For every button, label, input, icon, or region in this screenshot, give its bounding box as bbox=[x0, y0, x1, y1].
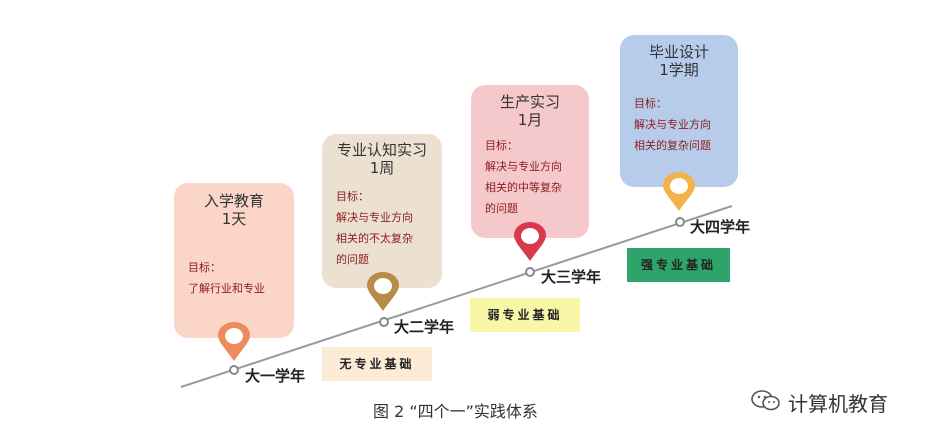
location-pin-icon bbox=[663, 172, 695, 211]
wechat-icon bbox=[751, 390, 780, 411]
basis-tag-3: 强专业基础 bbox=[627, 248, 730, 282]
timeline-node-3 bbox=[525, 267, 535, 277]
stage-card-3: 生产实习 1月 目标： 解决与专业方向 相关的中等复杂 的问题 bbox=[471, 85, 589, 238]
timeline-node-2 bbox=[379, 317, 389, 327]
stage-goal: 目标： 了解行业和专业 bbox=[188, 261, 265, 295]
timeline-line bbox=[180, 205, 733, 388]
watermark-text: 计算机教育 bbox=[788, 392, 888, 416]
stage-title: 专业认知实习 1周 bbox=[336, 141, 427, 177]
stage-title: 生产实习 1月 bbox=[499, 93, 560, 129]
location-pin-icon bbox=[514, 222, 546, 261]
timeline-node-1 bbox=[229, 365, 239, 375]
timeline-node-4 bbox=[675, 217, 685, 227]
stage-goal: 目标： 解决与专业方向 相关的复杂问题 bbox=[634, 97, 711, 152]
stage-title: 入学教育 1天 bbox=[203, 192, 264, 228]
stage-title: 毕业设计 1学期 bbox=[648, 43, 709, 79]
location-pin-icon bbox=[218, 322, 250, 361]
stage-card-1: 入学教育 1天 目标： 了解行业和专业 bbox=[174, 183, 294, 338]
year-label-3: 大三学年 bbox=[541, 268, 602, 286]
stage-goal: 目标： 解决与专业方向 相关的不太复杂 的问题 bbox=[336, 190, 413, 266]
year-label-4: 大四学年 bbox=[690, 218, 751, 236]
stage-goal: 目标： 解决与专业方向 相关的中等复杂 的问题 bbox=[485, 139, 562, 215]
year-label-2: 大二学年 bbox=[394, 318, 455, 336]
figure-caption: 图 2 “四个一”实践体系 bbox=[373, 402, 538, 421]
basis-tag-2: 弱专业基础 bbox=[470, 298, 580, 332]
basis-tag-1: 无专业基础 bbox=[322, 347, 432, 381]
location-pin-icon bbox=[367, 272, 399, 311]
year-label-1: 大一学年 bbox=[245, 367, 306, 385]
stage-card-2: 专业认知实习 1周 目标： 解决与专业方向 相关的不太复杂 的问题 bbox=[322, 134, 442, 288]
stage-card-4: 毕业设计 1学期 目标： 解决与专业方向 相关的复杂问题 bbox=[620, 35, 738, 187]
